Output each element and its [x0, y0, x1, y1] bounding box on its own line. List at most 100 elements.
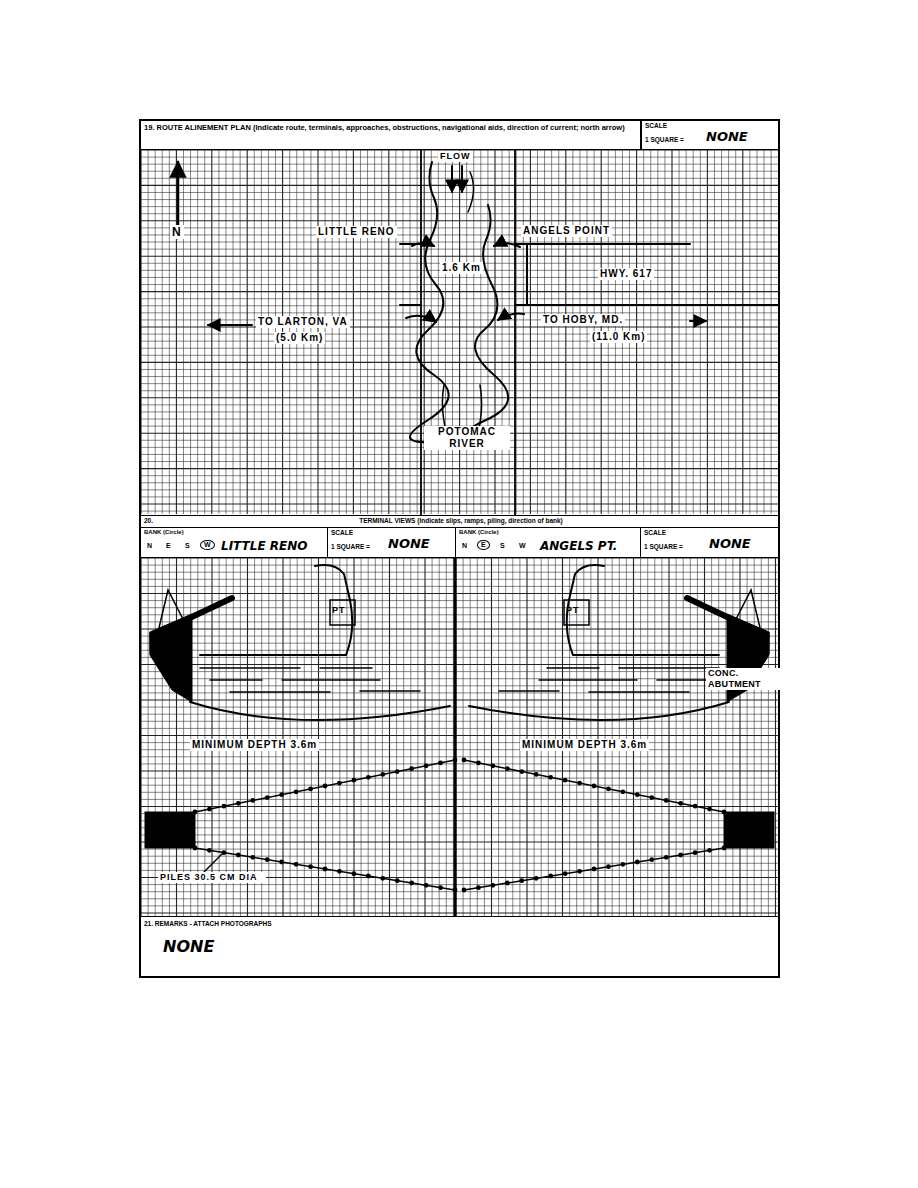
grid-line — [141, 579, 454, 580]
grid-line — [445, 150, 446, 514]
pile-dot — [279, 792, 284, 797]
bank-letter: W — [519, 542, 526, 550]
grid-line — [141, 770, 454, 771]
grid-line — [728, 150, 729, 514]
grid-line — [141, 461, 778, 462]
grid-line — [254, 150, 255, 514]
grid-line — [261, 150, 262, 514]
direction-label: TO LARTON, VA — [256, 316, 350, 328]
grid-line — [526, 558, 527, 916]
scale-cell: SCALE1 SQUARE =NONE — [640, 527, 779, 558]
grid-line — [141, 362, 778, 363]
grid-line — [558, 150, 559, 514]
grid-line — [523, 150, 524, 514]
pile-dot — [193, 846, 198, 851]
grid-line — [254, 558, 255, 916]
grid-line — [141, 185, 778, 186]
flow-arrow — [451, 166, 453, 192]
grid-line — [583, 558, 584, 916]
grid-line — [141, 496, 778, 497]
grid-line — [417, 150, 418, 514]
grid-line — [456, 721, 778, 722]
map-line — [421, 150, 515, 515]
grid-line — [141, 785, 454, 786]
field-value: LITTLE RENO — [221, 539, 307, 553]
pile-dot — [294, 862, 299, 867]
grid-line — [141, 171, 778, 172]
grid-line — [141, 397, 778, 398]
distance-label: (5.0 Km) — [274, 332, 325, 344]
field-value: NONE — [709, 536, 751, 552]
grid-line — [700, 150, 701, 514]
grid-line — [619, 558, 620, 916]
pile-dot — [395, 878, 400, 883]
grid-line — [155, 558, 156, 916]
grid-line — [749, 150, 750, 514]
grid-line — [218, 150, 219, 514]
grid-line — [141, 856, 454, 857]
bank-letter: S — [500, 542, 505, 550]
grid-line — [141, 411, 778, 412]
pile-dot — [265, 795, 270, 800]
grid-line — [162, 150, 163, 514]
form-header-cell: 19. ROUTE ALINEMENT PLAN (Indicate route… — [140, 120, 641, 150]
grid-line — [754, 558, 755, 916]
grid-line — [491, 558, 492, 916]
grid-line — [690, 558, 691, 916]
grid-line — [761, 558, 762, 916]
grid-line — [597, 558, 598, 916]
grid-line — [240, 558, 241, 916]
grid-line — [141, 614, 454, 615]
pile-dot — [351, 871, 356, 876]
grid-line — [686, 150, 687, 514]
form-frame — [140, 120, 779, 977]
field-label: 1 SQUARE = — [644, 543, 683, 551]
grid-line — [141, 468, 778, 469]
section-heading: 19. ROUTE ALINEMENT PLAN (Indicate route… — [144, 123, 634, 132]
pile-dot — [279, 860, 284, 865]
road — [400, 244, 779, 305]
grid-line — [771, 150, 772, 514]
grid-line — [747, 558, 748, 916]
grid-line — [438, 150, 439, 514]
grid-line — [141, 600, 454, 601]
grid-line — [141, 298, 778, 299]
grid-line — [410, 558, 411, 916]
grid-line — [704, 558, 705, 916]
grid-line — [141, 355, 778, 356]
graph-grid — [141, 150, 778, 916]
grid-line — [732, 558, 733, 916]
pilot-house — [330, 600, 355, 625]
grid-line — [141, 778, 454, 779]
grid-line — [466, 150, 467, 514]
grid-line — [141, 763, 454, 764]
grid-line — [572, 150, 573, 514]
pile-dot — [207, 848, 212, 853]
grid-line — [247, 558, 248, 916]
pile-dot — [366, 775, 371, 780]
grid-line — [502, 150, 503, 514]
grid-line — [396, 558, 397, 916]
grid-line — [375, 558, 376, 916]
grid-line — [141, 404, 778, 405]
grid-line — [530, 150, 531, 514]
grid-line — [141, 898, 454, 899]
pile-dot — [265, 857, 270, 862]
grid-line — [537, 150, 538, 514]
place-name: ANGELS POINT — [521, 225, 612, 237]
grid-line — [374, 150, 375, 514]
depth-label: MINIMUM DEPTH 3.6m — [190, 739, 319, 751]
grid-line — [456, 785, 778, 786]
field-label: 1 SQUARE = — [645, 136, 684, 144]
grid-line — [456, 607, 778, 608]
grid-line — [654, 558, 655, 916]
scale-cell: SCALE1 SQUARE =NONE — [327, 527, 456, 558]
terminal-sketch — [145, 565, 457, 892]
grid-line — [169, 150, 170, 514]
grid-line — [141, 511, 778, 512]
grid-line — [775, 558, 776, 916]
grid-line — [183, 558, 184, 916]
grid-line — [505, 558, 506, 916]
grid-line — [579, 150, 580, 514]
grid-line — [389, 558, 390, 916]
